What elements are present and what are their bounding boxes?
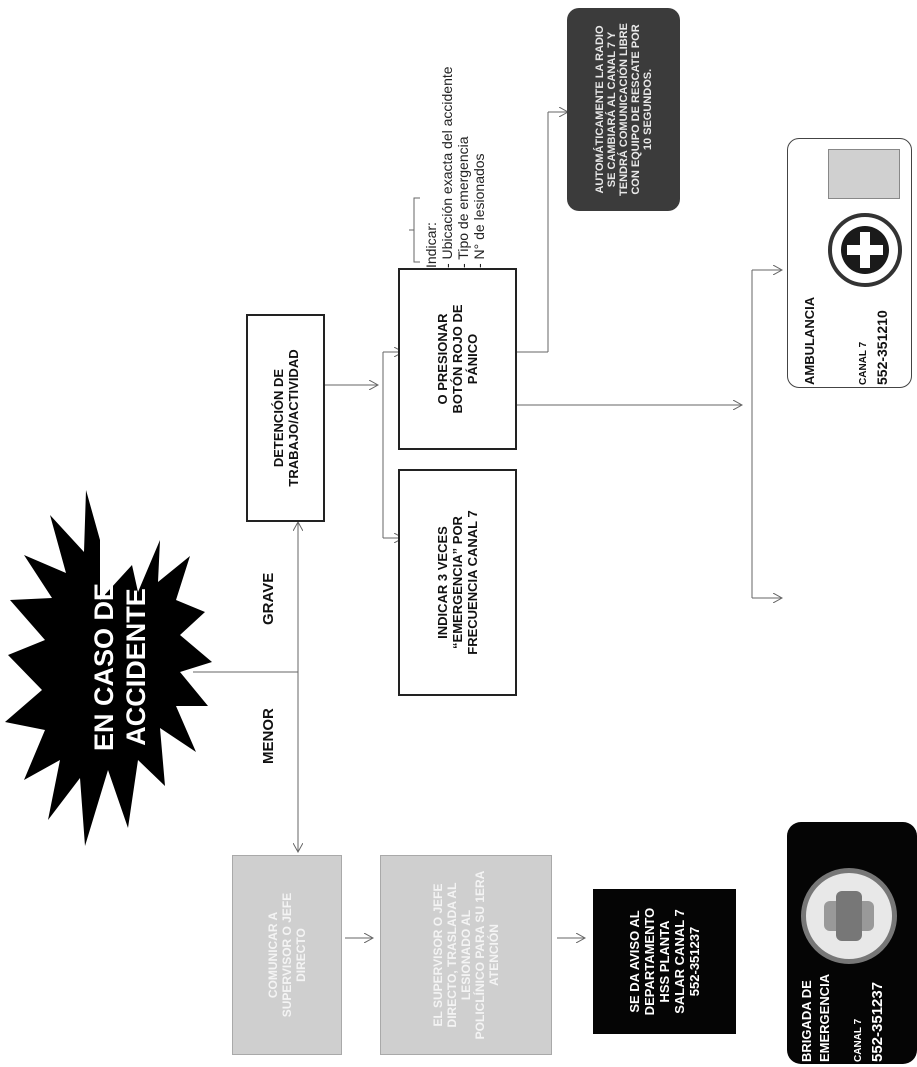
note-item-3: - N° de lesionados [471, 153, 487, 268]
supervisor-box: EL SUPERVISOR O JEFE DIRECTO, TRASLADA A… [380, 855, 552, 1055]
presionar-text: O PRESIONAR BOTÓN ROJO DE PÁNICO [435, 304, 480, 414]
note-item-2: - Tipo de emergencia [455, 136, 471, 268]
accident-star [5, 490, 212, 846]
automatico-box: AUTOMÁTICAMENTE LA RADIO SE CAMBIARÁ AL … [567, 8, 680, 211]
brigada-phone: 552-351237 [869, 981, 886, 1062]
brigada-canal: CANAL 7 [853, 1018, 864, 1062]
ambulancia-vehicle-icon [828, 149, 900, 199]
ambulancia-card: AMBULANCIA CANAL 7 552-351210 [787, 138, 912, 388]
brigada-name-2: EMERGENCIA [817, 973, 832, 1062]
star-title: EN CASO DE ACCIDENTE [88, 582, 152, 752]
detencion-text: DETENCIÓN DE TRABAJO/ACTIVIDAD [270, 349, 301, 487]
note-item-1: - Ubicación exacta del accidente [439, 66, 455, 268]
ambulancia-logo-icon [828, 213, 902, 287]
comunicar-text: COMUNICAR A SUPERVISOR O JEFE DIRECTO [266, 892, 308, 1018]
ambulancia-phone: 552-351210 [874, 310, 890, 385]
aviso-box: SE DA AVISO AL DEPARTAMENTO HSS PLANTA S… [593, 889, 736, 1034]
automatico-text: AUTOMÁTICAMENTE LA RADIO SE CAMBIARÁ AL … [593, 23, 654, 196]
detencion-box: DETENCIÓN DE TRABAJO/ACTIVIDAD [246, 314, 325, 522]
supervisor-text: EL SUPERVISOR O JEFE DIRECTO, TRASLADA A… [431, 870, 501, 1040]
indicar-note: Indicar: - Ubicación exacta del accident… [423, 66, 487, 268]
brigada-name-1: BRIGADA DE [799, 980, 814, 1062]
brigada-logo-icon [801, 868, 897, 964]
star-title-line2: ACCIDENTE [121, 588, 151, 746]
ambulancia-name: AMBULANCIA [802, 296, 817, 385]
grave-label: GRAVE [260, 572, 277, 625]
note-title: Indicar: [423, 222, 439, 268]
indicar-box: INDICAR 3 VECES “EMERGENCIA” POR FRECUEN… [398, 469, 517, 696]
aviso-text: SE DA AVISO AL DEPARTAMENTO HSS PLANTA S… [627, 907, 702, 1016]
brigada-card: BRIGADA DE EMERGENCIA CANAL 7 552-351237 [787, 822, 917, 1064]
ambulancia-canal: CANAL 7 [858, 341, 869, 385]
presionar-box: O PRESIONAR BOTÓN ROJO DE PÁNICO [398, 268, 517, 450]
star-title-line1: EN CASO DE [89, 582, 119, 752]
comunicar-box: COMUNICAR A SUPERVISOR O JEFE DIRECTO [232, 855, 342, 1055]
note-brace [409, 197, 420, 263]
menor-label: MENOR [260, 708, 277, 764]
indicar-text: INDICAR 3 VECES “EMERGENCIA” POR FRECUEN… [435, 510, 480, 655]
